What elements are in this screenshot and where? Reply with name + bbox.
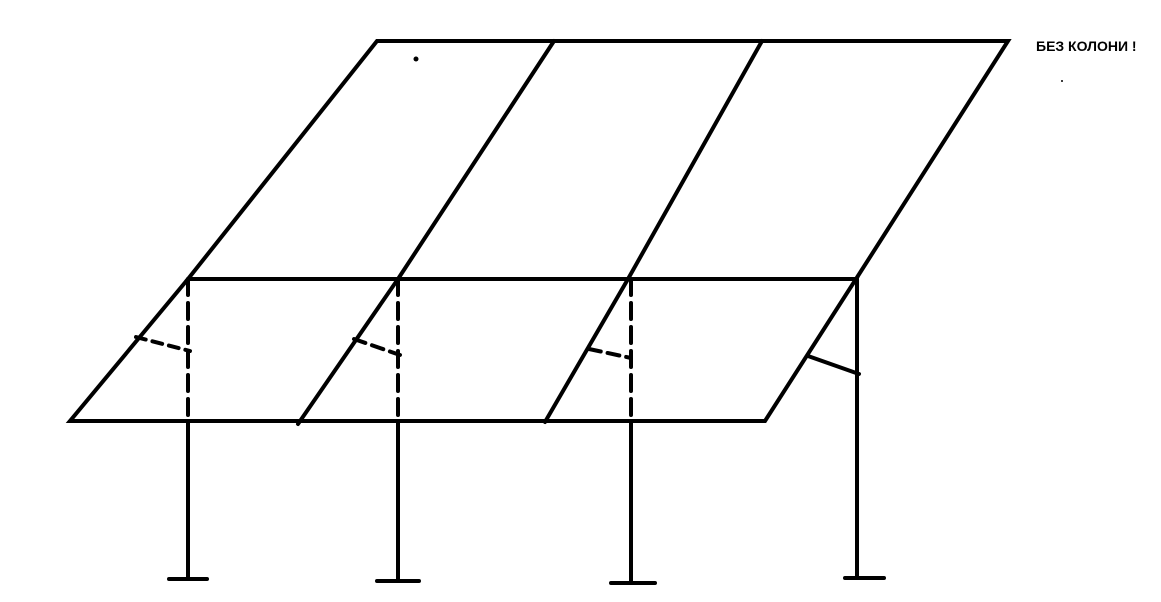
stray-dot-small [1061, 80, 1063, 82]
hidden-brace-1 [134, 335, 192, 353]
hidden-brace-2 [352, 337, 402, 357]
brace-4 [806, 354, 861, 376]
hidden-brace-3 [587, 347, 633, 360]
roof-upper-divider-2 [626, 39, 764, 281]
roof-lower-divider-1 [296, 277, 400, 426]
roof-upper-divider-1 [396, 39, 556, 281]
roof-upper-panel [183, 39, 1012, 281]
roof-lower-divider-2 [543, 277, 630, 424]
roof-lower-panel [65, 277, 860, 423]
note-label: БЕЗ КОЛОНИ ! [1036, 38, 1137, 54]
stray-dot [413, 56, 419, 62]
